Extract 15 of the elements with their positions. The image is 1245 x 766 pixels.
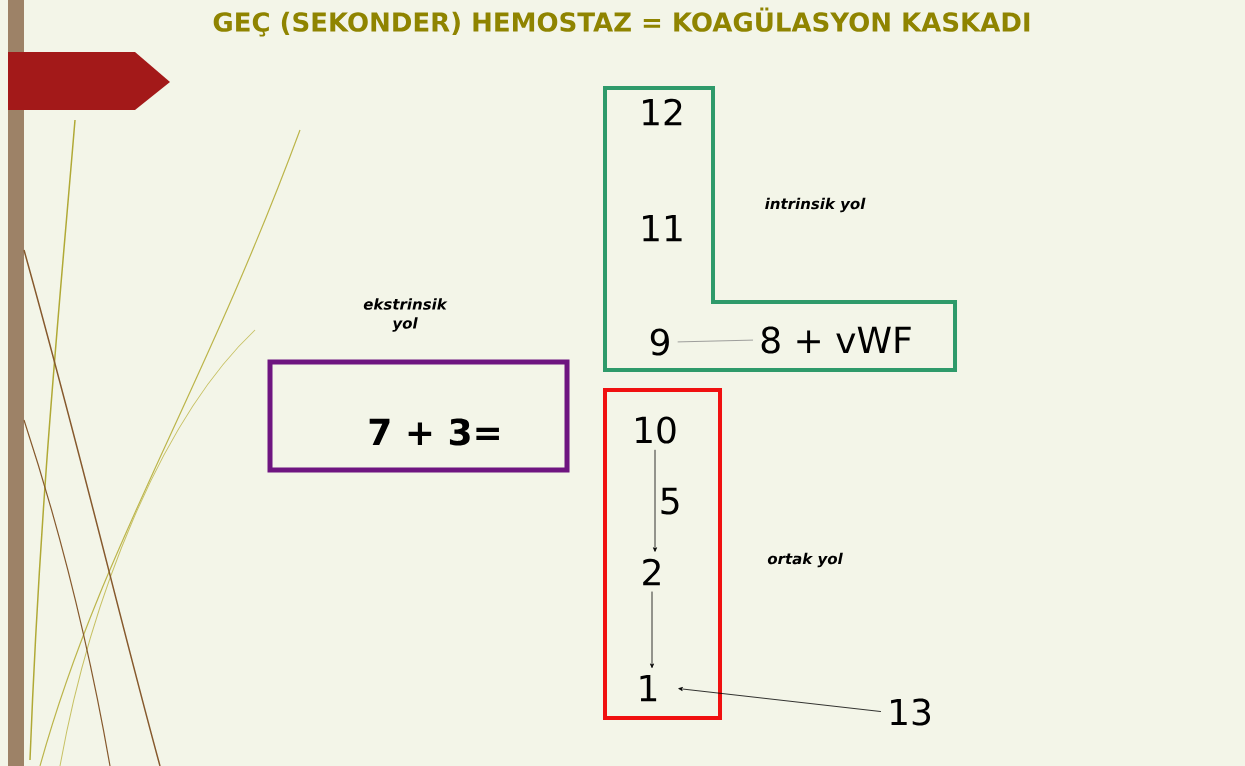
factor-number: 8 + vWF: [761, 326, 911, 354]
factor-number: 10: [636, 416, 676, 444]
factor-number: 2: [643, 558, 660, 586]
factor-number: 11: [643, 214, 682, 242]
edge-label: 5: [661, 487, 679, 515]
pathway-box: 7 + 3=: [267, 359, 570, 473]
arrow: [653, 449, 657, 552]
slide-title: GEÇ (SEKONDER) HEMOSTAZ = KOAGÜLASYON KASKADI: [213, 7, 1030, 37]
arrow: [650, 591, 654, 669]
arrow: [678, 687, 882, 712]
pathway-label: ekstrinsik yol: [363, 298, 448, 332]
factor-number: 9: [650, 328, 669, 356]
factor-number: 1: [640, 674, 657, 702]
factor-number: 12: [643, 98, 682, 126]
factor-number: 13: [891, 698, 930, 726]
